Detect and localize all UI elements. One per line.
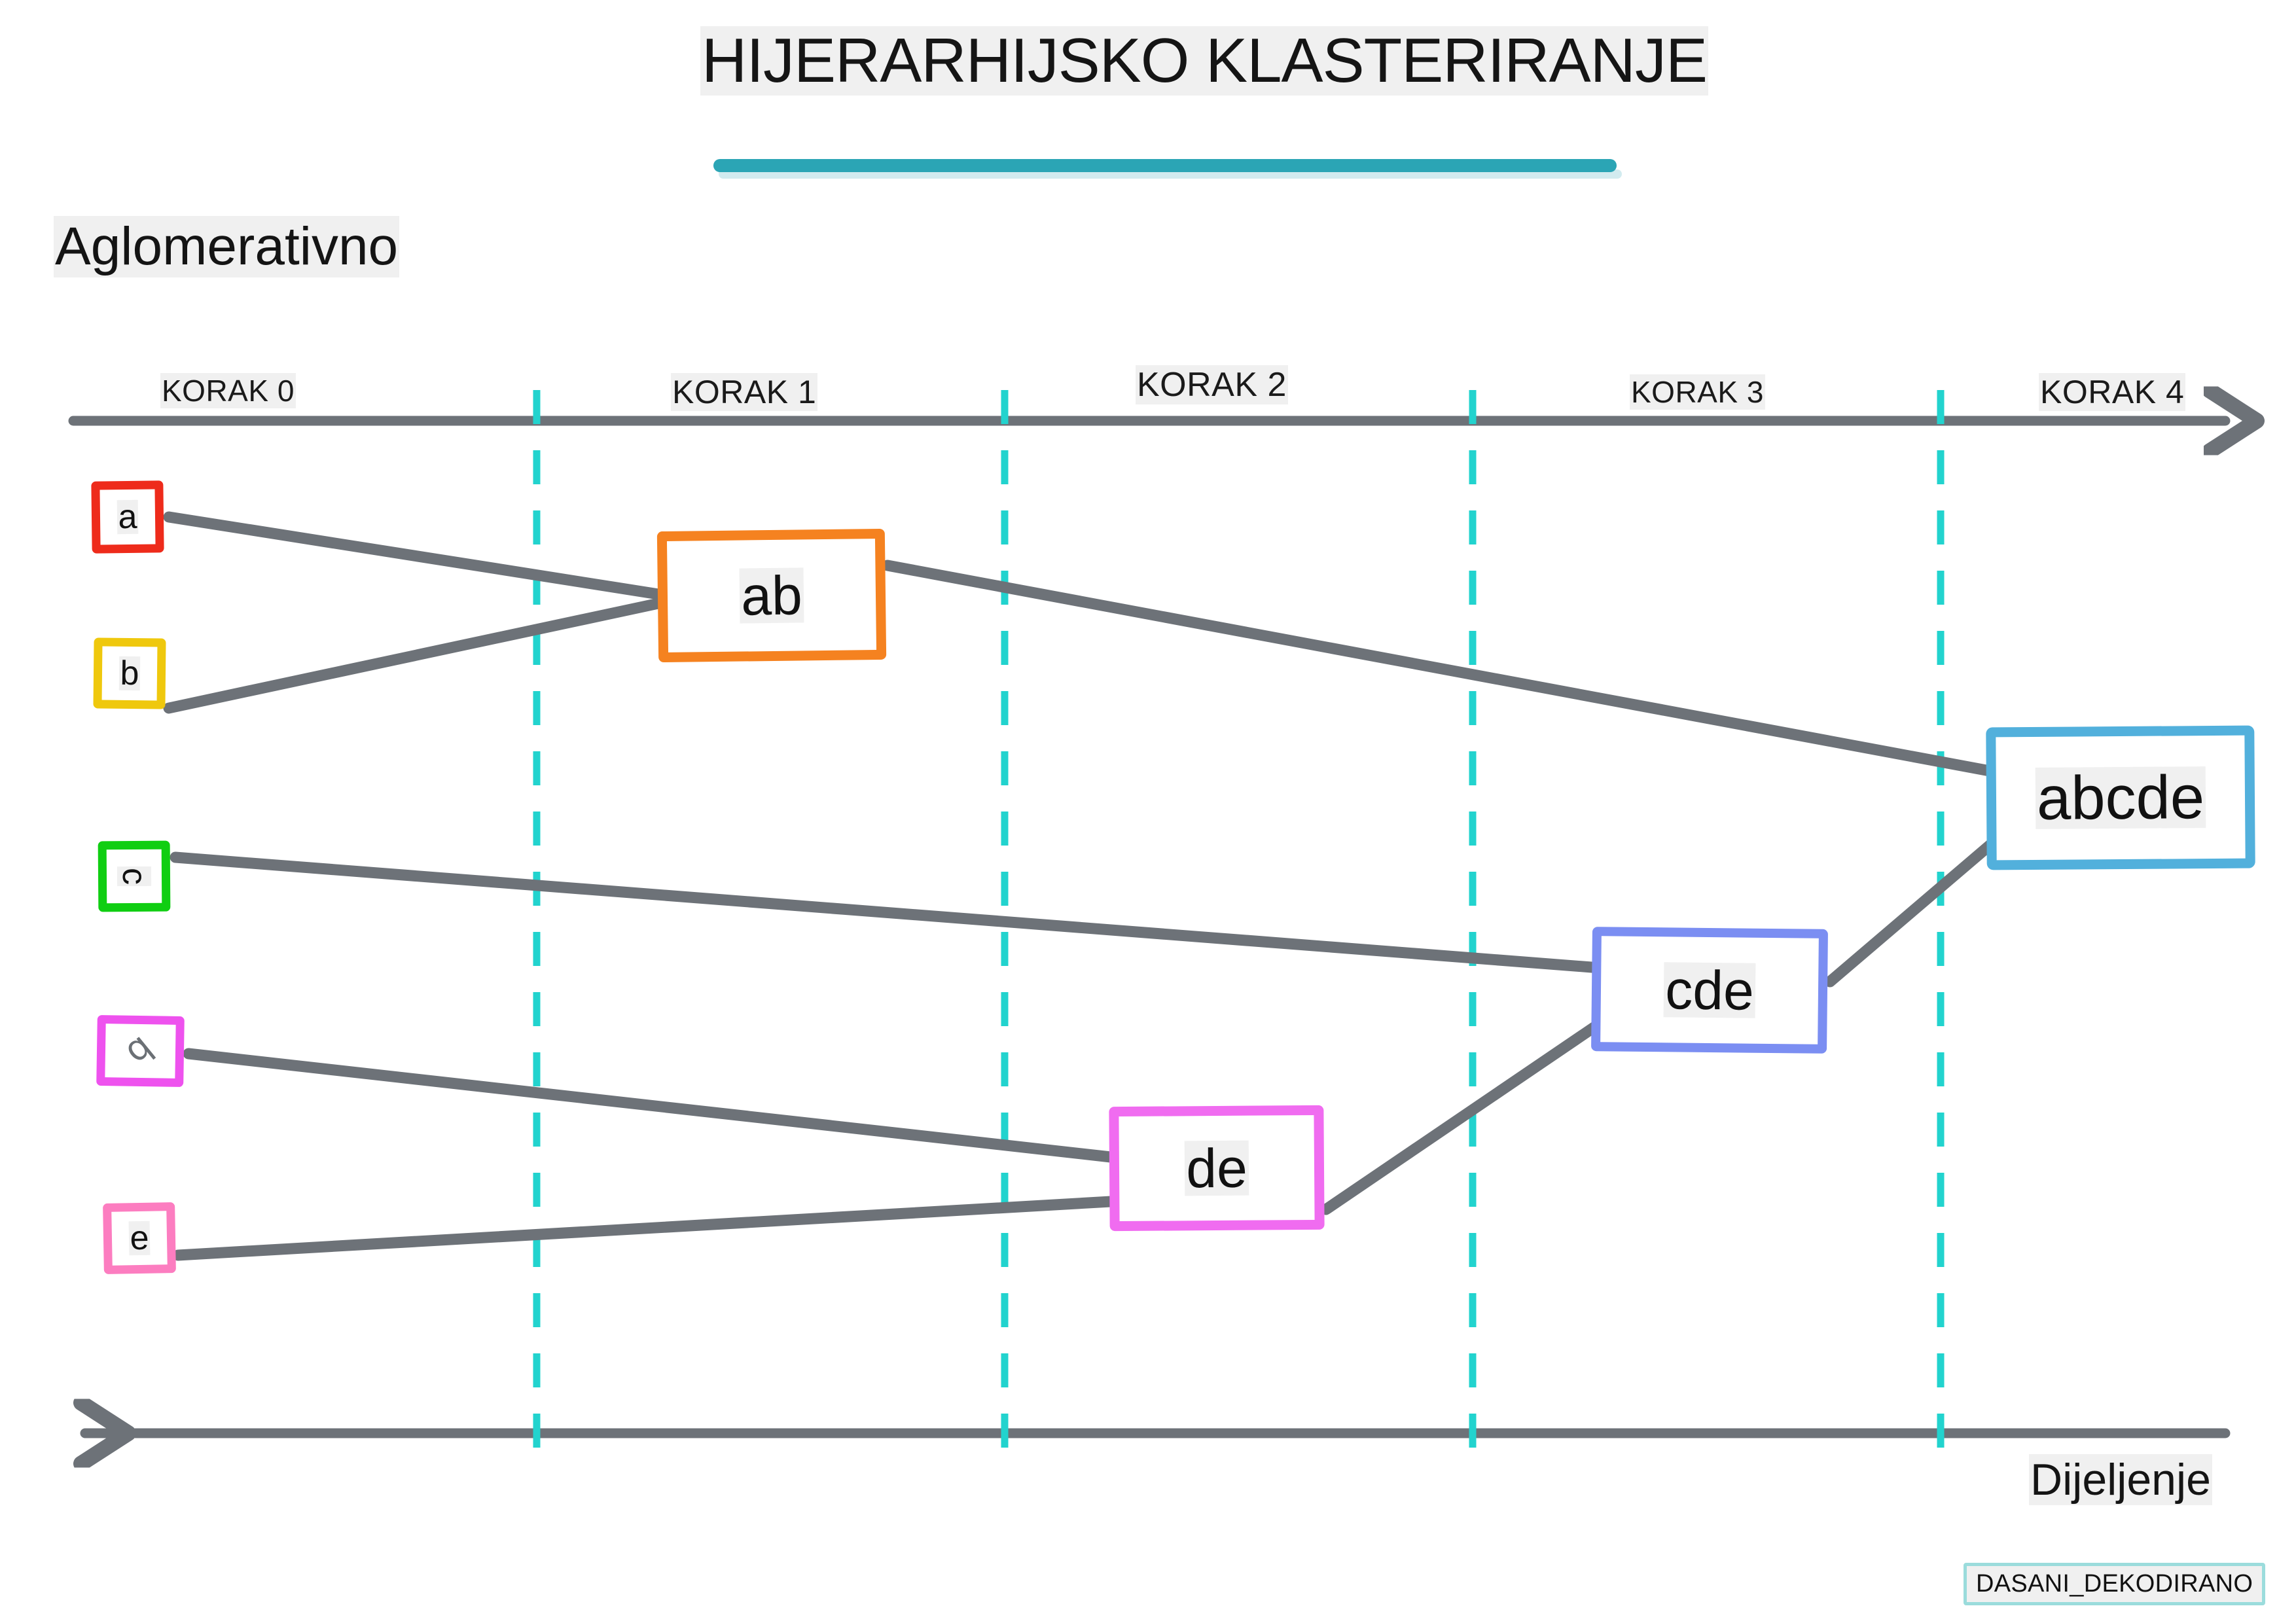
watermark-badge: DASANI_DEKODIRANO: [1964, 1563, 2266, 1605]
connector-ab-abcde: [882, 560, 1996, 777]
cluster-node-cde[interactable]: cde: [1591, 927, 1828, 1054]
cluster-node-ab-label: ab: [739, 564, 804, 627]
step-label-1: KORAK 1: [671, 373, 818, 411]
cluster-node-de-label: de: [1184, 1137, 1249, 1200]
cluster-node-de[interactable]: de: [1109, 1105, 1325, 1232]
cluster-node-a-label: a: [117, 497, 139, 537]
step-label-2-text: KORAK 2: [1136, 365, 1288, 404]
title-block: HIJERARHIJSKO KLASTERIRANJE: [700, 26, 1708, 179]
connector-c-cde: [170, 851, 1598, 973]
merge-connectors: [163, 511, 1997, 1261]
page-title: HIJERARHIJSKO KLASTERIRANJE: [700, 26, 1708, 96]
connector-b-ab: [163, 597, 664, 714]
title-rule: [713, 159, 1617, 172]
connector-cde-abcde: [1824, 838, 1997, 988]
step-label-4: KORAK 4: [2039, 373, 2186, 411]
cluster-node-d[interactable]: d: [96, 1014, 185, 1088]
cluster-node-c[interactable]: c: [98, 840, 171, 912]
cluster-node-e[interactable]: e: [103, 1202, 176, 1274]
subtitle: Aglomerativno: [54, 216, 400, 277]
connector-a-ab: [163, 511, 664, 600]
cluster-node-b-label: b: [118, 654, 141, 693]
cluster-node-d-label: d: [118, 1028, 162, 1075]
connector-d-de: [183, 1048, 1117, 1163]
cluster-node-e-label: e: [128, 1219, 151, 1258]
divisive-direction-text: Dijeljenje: [2029, 1454, 2212, 1505]
cluster-node-cde-label: cde: [1663, 959, 1756, 1022]
cluster-node-ab[interactable]: ab: [656, 528, 887, 663]
step-label-1-text: KORAK 1: [671, 373, 818, 411]
step-label-0-text: KORAK 0: [160, 373, 296, 408]
step-label-2: KORAK 2: [1136, 365, 1288, 404]
watermark-text: DASANI_DEKODIRANO: [1976, 1570, 2253, 1597]
connector-e-de: [172, 1196, 1117, 1261]
page-title-text: HIJERARHIJSKO KLASTERIRANJE: [700, 26, 1708, 96]
cluster-node-abcde[interactable]: abcde: [1986, 725, 2255, 870]
cluster-node-b[interactable]: b: [93, 637, 166, 709]
cluster-node-a[interactable]: a: [91, 480, 164, 554]
step-label-3-text: KORAK 3: [1630, 374, 1765, 410]
divisive-direction-label: Dijeljenje: [2029, 1454, 2212, 1505]
step-label-0: KORAK 0: [160, 373, 296, 408]
cluster-node-c-label: c: [115, 866, 154, 887]
cluster-node-abcde-label: abcde: [2035, 762, 2206, 832]
step-label-4-text: KORAK 4: [2039, 373, 2186, 411]
subtitle-text: Aglomerativno: [54, 216, 400, 277]
step-label-3: KORAK 3: [1630, 374, 1765, 410]
connector-de-cde: [1320, 1020, 1602, 1215]
